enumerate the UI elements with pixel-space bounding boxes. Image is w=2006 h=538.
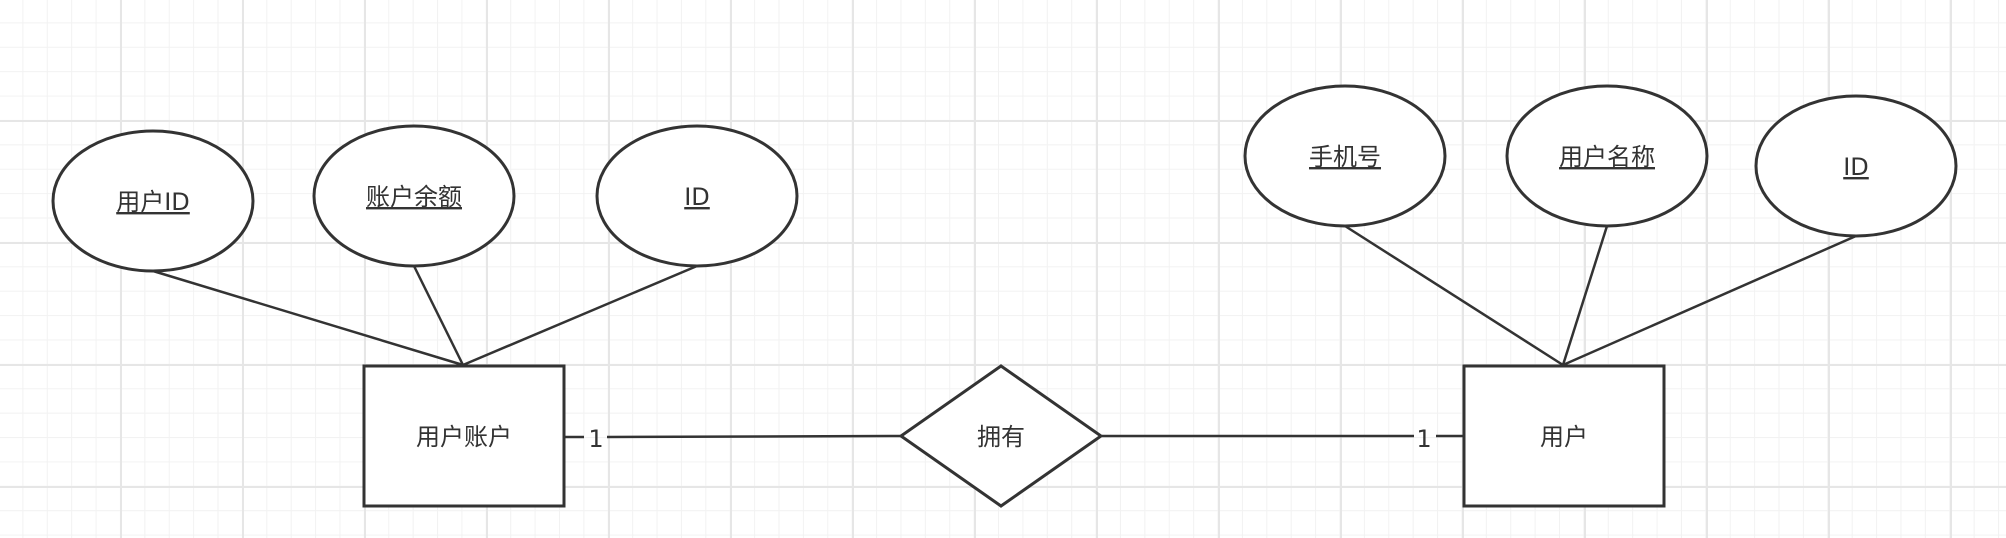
attribute-user-id-label: 用户ID: [116, 188, 190, 216]
attribute-user-id[interactable]: 用户ID: [51, 129, 255, 273]
entity-user-label: 用户: [1540, 423, 1588, 451]
attribute-phone[interactable]: 手机号: [1243, 84, 1447, 228]
attribute-user-name-label: 用户名称: [1559, 143, 1655, 171]
entity-user-account-label: 用户账户: [416, 423, 512, 451]
connector-account-attr-balance: [412, 265, 465, 366]
connector-account-attr-id: [462, 264, 698, 367]
connector-user-attr-id: [1562, 234, 1857, 367]
attribute-account-balance[interactable]: 账户余额: [312, 124, 516, 268]
cardinality-account: 1: [588, 425, 603, 453]
relationship-owns-label: 拥有: [977, 423, 1025, 451]
relationship-owns[interactable]: 拥有: [898, 364, 1104, 508]
attribute-account-id-label: ID: [684, 183, 710, 211]
attribute-user-id-2-label: ID: [1843, 153, 1869, 181]
attribute-phone-label: 手机号: [1309, 143, 1381, 171]
connector-user-attr-phone: [1344, 224, 1564, 367]
attribute-user-id-2[interactable]: ID: [1754, 94, 1958, 238]
entity-user-account[interactable]: 用户账户: [362, 364, 566, 508]
connector-account-attr-user-id: [152, 269, 464, 367]
connector-account-to-relationship: [606, 434, 903, 439]
entity-user[interactable]: 用户: [1462, 364, 1666, 508]
attribute-user-name[interactable]: 用户名称: [1505, 84, 1709, 228]
cardinality-user: 1: [1416, 425, 1431, 453]
attribute-account-id[interactable]: ID: [595, 124, 799, 268]
connector-user-attr-name: [1561, 225, 1609, 366]
attribute-account-balance-label: 账户余额: [366, 183, 462, 211]
